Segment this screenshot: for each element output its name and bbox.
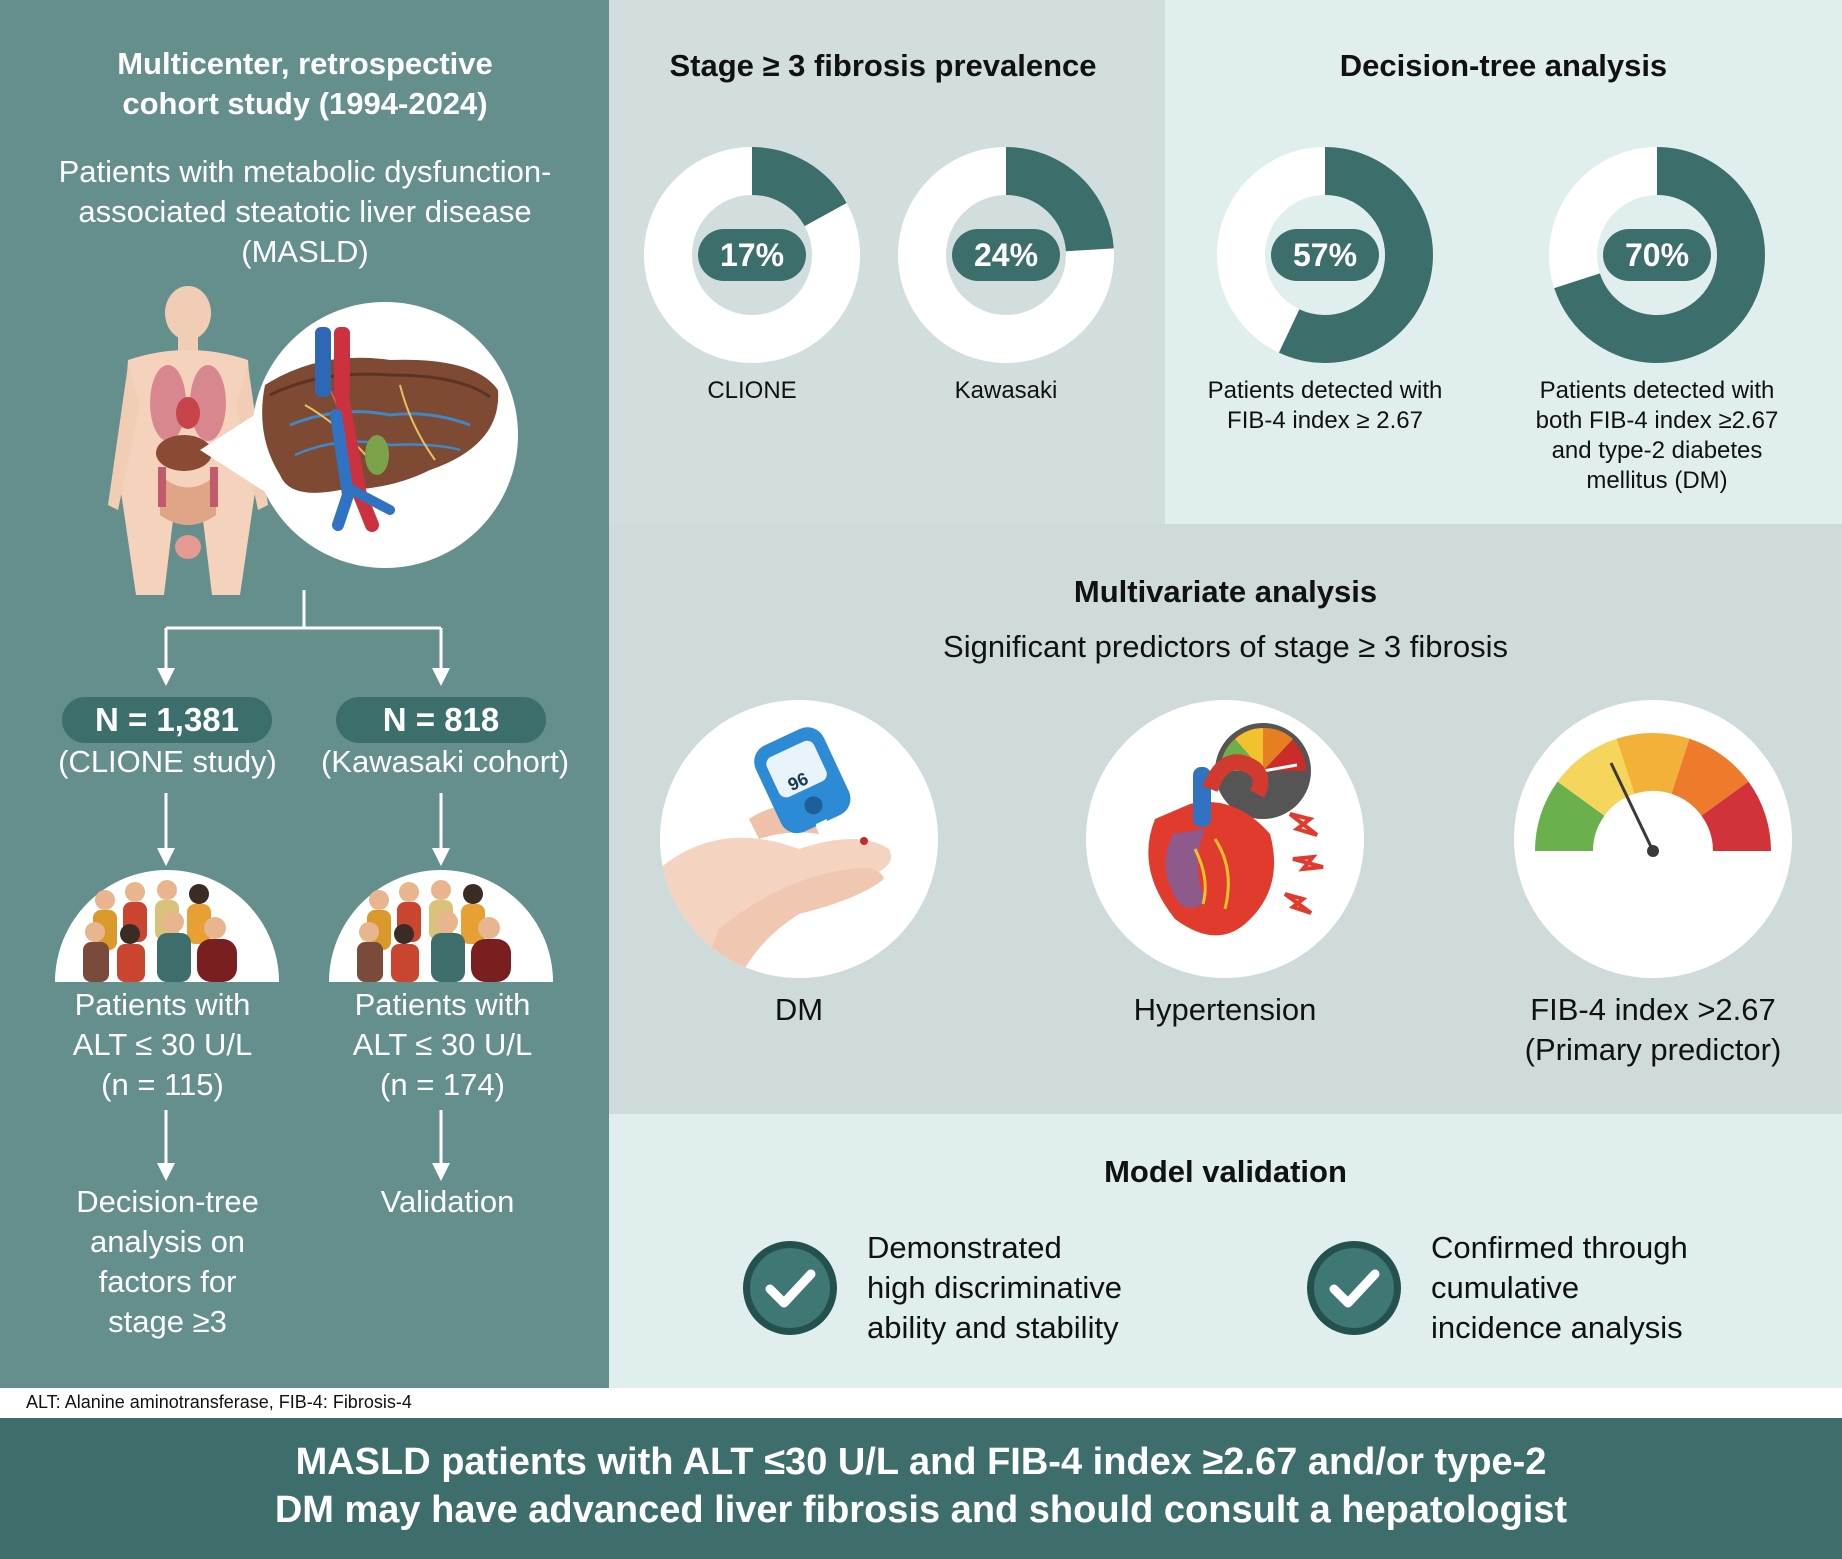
predictor-fib4-label: FIB-4 index >2.67 (Primary predictor)	[1493, 990, 1813, 1070]
liver-icon	[262, 327, 499, 532]
donut-value-arc	[1217, 147, 1433, 363]
conclusion-banner: MASLD patients with ALT ≤30 U/L and FIB-…	[0, 1418, 1842, 1559]
check-icon	[743, 1241, 837, 1335]
cohort-a-count-pill: N = 1,381	[62, 697, 272, 743]
study-design-panel: Multicenter, retrospective cohort study …	[0, 0, 609, 1388]
validation-item-1-line1: Demonstrated	[867, 1230, 1062, 1265]
tree-fib4-dm-label-line4: mellitus (DM)	[1586, 467, 1728, 494]
cohort-a-outcome-line1: Decision-tree	[76, 1184, 259, 1219]
validation-item-1-text: Demonstrated high discriminative ability…	[867, 1228, 1207, 1348]
validation-item-1-line2: high discriminative	[867, 1270, 1122, 1305]
tree-fib4-dm-label-line1: Patients detected with	[1539, 377, 1775, 404]
tree-fib4-dm-label-line3: and type-2 diabetes	[1551, 437, 1763, 464]
cohort-a-patients-line1: Patients with	[74, 987, 251, 1022]
cohort-b-count-pill: N = 818	[336, 697, 546, 743]
cohort-a-outcome-line2: analysis on	[89, 1224, 246, 1259]
human-body-figure	[108, 286, 268, 595]
cohort-b-name: (Kawasaki cohort)	[320, 744, 570, 779]
tree-donut-fib4	[1217, 147, 1433, 363]
tree-fib4-dm-pct: 70%	[1603, 229, 1711, 281]
validation-item-2-line1: Confirmed through	[1431, 1230, 1688, 1265]
patient-group-b-illustration	[329, 870, 553, 982]
patient-group-a-illustration	[55, 870, 279, 982]
predictor-dm-label: DM	[774, 992, 824, 1027]
cohort-b-outcome: Validation	[380, 1184, 515, 1219]
study-flowchart-arrows	[157, 590, 450, 1181]
decision-tree-panel: Decision-tree analysis 57% Patients dete…	[1165, 0, 1842, 524]
cohort-a-outcome: Decision-tree analysis on factors for st…	[35, 1182, 300, 1342]
study-title: Multicenter, retrospective cohort study …	[117, 46, 493, 121]
tree-fib4-label-line1: Patients detected with	[1207, 377, 1443, 404]
tree-fib4-dm-label-line2: both FIB-4 index ≥2.67	[1535, 407, 1779, 434]
cohort-b-patients-line1: Patients with	[354, 987, 531, 1022]
donut-value-arc	[898, 147, 1114, 363]
study-population: Patients with metabolic dysfunction-asso…	[58, 154, 552, 269]
prevalence-kawasaki-pct: 24%	[952, 229, 1060, 281]
model-validation-panel: Model validation Demonstrated high discr…	[609, 1114, 1842, 1388]
validation-item-2-text: Confirmed through cumulative incidence a…	[1431, 1228, 1771, 1348]
donut-value-arc	[1549, 147, 1765, 363]
prevalence-donut-kawasaki	[898, 147, 1114, 363]
cohort-a-outcome-line3: factors for	[98, 1264, 237, 1299]
multivariate-heading: Multivariate analysis	[1073, 574, 1378, 609]
prevalence-panel: Stage ≥ 3 fibrosis prevalence 17% CLIONE…	[609, 0, 1165, 524]
conclusion-text: MASLD patients with ALT ≤30 U/L and FIB-…	[0, 1438, 1842, 1534]
validation-item-1-line3: ability and stability	[867, 1310, 1119, 1345]
validation-item-2-line3: incidence analysis	[1431, 1310, 1683, 1345]
prevalence-clione-pct: 17%	[698, 229, 806, 281]
prevalence-heading: Stage ≥ 3 fibrosis prevalence	[669, 48, 1097, 83]
conclusion-line2: DM may have advanced liver fibrosis and …	[274, 1489, 1568, 1531]
tree-donut-fib4-dm	[1549, 147, 1765, 363]
cohort-b-patients: Patients with ALT ≤ 30 U/L (n = 174)	[310, 985, 575, 1105]
conclusion-line1: MASLD patients with ALT ≤30 U/L and FIB-…	[295, 1441, 1547, 1483]
cohort-a-patients-line3: (n = 115)	[101, 1067, 224, 1102]
predictor-hypertension-label: Hypertension	[1133, 992, 1317, 1027]
prevalence-kawasaki-label: Kawasaki	[954, 377, 1058, 404]
tree-fib4-pct: 57%	[1271, 229, 1379, 281]
cohort-a-outcome-line4: stage ≥3	[108, 1304, 227, 1339]
check-icon	[1307, 1241, 1401, 1335]
tree-fib4-label-line2: FIB-4 index ≥ 2.67	[1227, 407, 1423, 434]
donut-value-arc	[644, 147, 860, 363]
validation-item-2-line2: cumulative	[1431, 1270, 1580, 1305]
abbreviation-footnote: ALT: Alanine aminotransferase, FIB-4: Fi…	[26, 1392, 412, 1412]
heart-blood-pressure-illustration	[1086, 700, 1364, 978]
anatomy-illustration	[108, 286, 518, 595]
cohort-b-patients-line3: (n = 174)	[380, 1067, 505, 1102]
decision-tree-heading: Decision-tree analysis	[1339, 48, 1668, 83]
multivariate-panel: Multivariate analysis Significant predic…	[609, 524, 1842, 1114]
glucose-meter-illustration: 96	[660, 700, 938, 978]
validation-heading: Model validation	[1104, 1154, 1347, 1189]
tree-fib4-label: Patients detected with FIB-4 index ≥ 2.6…	[1185, 376, 1465, 436]
prevalence-donut-clione	[644, 147, 860, 363]
cohort-a-name: (CLIONE study)	[58, 744, 277, 779]
predictor-fib4-label-line2: (Primary predictor)	[1524, 1032, 1782, 1067]
tree-fib4-dm-label: Patients detected with both FIB-4 index …	[1512, 376, 1802, 496]
fib4-gauge-illustration	[1514, 700, 1792, 978]
cohort-b-patients-line2: ALT ≤ 30 U/L	[352, 1027, 533, 1062]
prevalence-clione-label: CLIONE	[707, 377, 797, 404]
cohort-a-patients-line2: ALT ≤ 30 U/L	[72, 1027, 253, 1062]
predictor-fib4-label-line1: FIB-4 index >2.67	[1530, 992, 1776, 1027]
multivariate-subheading: Significant predictors of stage ≥ 3 fibr…	[943, 629, 1508, 664]
cohort-a-patients: Patients with ALT ≤ 30 U/L (n = 115)	[30, 985, 295, 1105]
